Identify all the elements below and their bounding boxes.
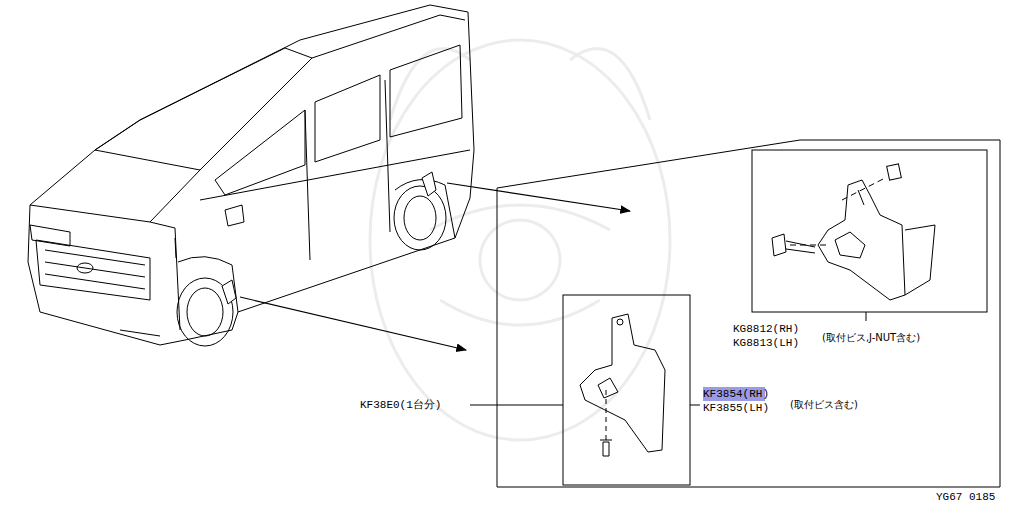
- part-number: KG8813(LH): [733, 337, 799, 350]
- pointer-arrow: [447, 183, 630, 211]
- figure-number: YG67 0185: [936, 491, 995, 504]
- pointer-arrow: [240, 297, 466, 350]
- part-number: KF38E0(1台分): [360, 399, 441, 412]
- detail-box: [752, 150, 987, 312]
- leader-line: [470, 312, 866, 405]
- detail-box: [563, 295, 690, 485]
- part-number: KG8812(RH): [733, 323, 799, 336]
- watermark: [370, 40, 670, 440]
- outer-frame: [497, 140, 1000, 487]
- part-number: KF3855(LH): [703, 402, 769, 415]
- van-drawing: [28, 5, 474, 346]
- note-text: (取付ビス含む): [790, 398, 858, 411]
- part-number: KF3854(RH): [703, 388, 769, 401]
- mud-guard-rear: [772, 164, 935, 300]
- mud-guard-front: [580, 314, 665, 456]
- note-text: (取付ビス,J-NUT含む): [822, 331, 920, 344]
